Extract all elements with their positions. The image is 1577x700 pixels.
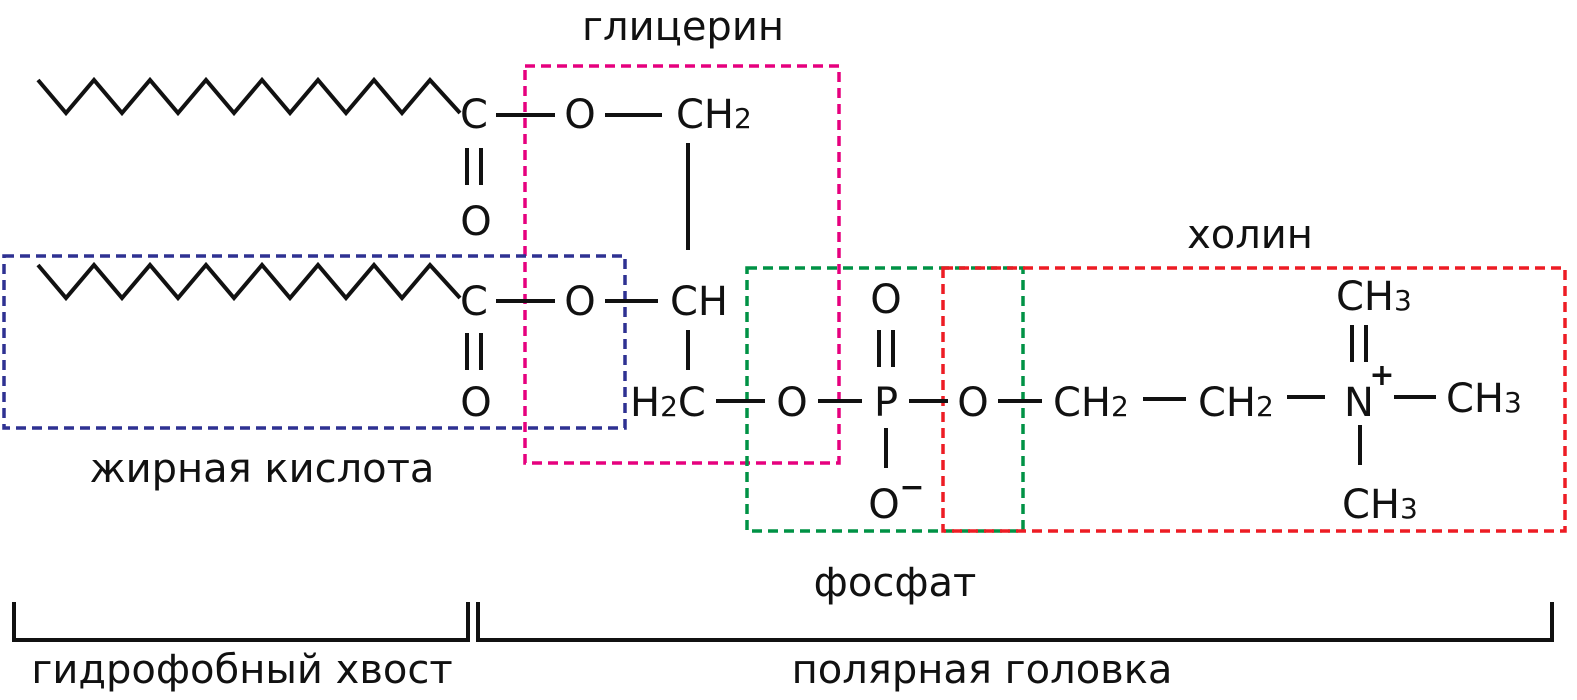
phosphate-anionic-oxygen: O <box>868 482 899 528</box>
lower-ester-oxygen: O <box>564 279 595 325</box>
upper-carbonyl-oxygen: O <box>460 199 491 245</box>
negative-charge: − <box>899 470 924 505</box>
glycerol-h2c-group: H2C <box>630 380 706 426</box>
choline-ch2-group-2: CH2 <box>1198 380 1274 426</box>
phosphate-ester-oxygen-right: O <box>957 380 988 426</box>
fatty-acid-label: жирная кислота <box>90 446 435 492</box>
methyl-top: CH3 <box>1336 274 1412 320</box>
phosphorus-atom: P <box>874 380 898 426</box>
positive-charge: + <box>1369 358 1394 393</box>
methyl-bottom: CH3 <box>1342 482 1418 528</box>
lower-carbonyl-carbon: C <box>460 279 488 325</box>
upper-ch2-group: CH2 <box>676 92 752 138</box>
hydrophobic-tail-bracket <box>12 602 470 642</box>
glycerol-ch-group: CH <box>670 279 728 325</box>
upper-fatty-acid-chain <box>36 76 462 117</box>
nitrogen-atom: N <box>1344 380 1374 426</box>
fatty-acid-box <box>2 254 627 430</box>
choline-label: холин <box>1187 212 1313 258</box>
glycerol-label: глицерин <box>582 4 784 50</box>
upper-ester-oxygen: O <box>564 92 595 138</box>
choline-ch2-group-1: CH2 <box>1053 380 1129 426</box>
methyl-right: CH3 <box>1446 376 1522 422</box>
upper-carbonyl-carbon: C <box>460 92 488 138</box>
phosphate-ester-oxygen-left: O <box>776 380 807 426</box>
phosphoryl-oxygen: O <box>870 277 901 323</box>
glycerol-box <box>523 64 841 465</box>
lower-fatty-acid-chain <box>36 261 462 302</box>
lower-carbonyl-oxygen: O <box>460 380 491 426</box>
polar-head-bracket <box>476 602 1554 642</box>
polar-head-label: полярная головка <box>792 647 1173 693</box>
phosphate-label: фосфат <box>814 560 977 606</box>
hydrophobic-tail-label: гидрофобный хвост <box>31 647 452 693</box>
